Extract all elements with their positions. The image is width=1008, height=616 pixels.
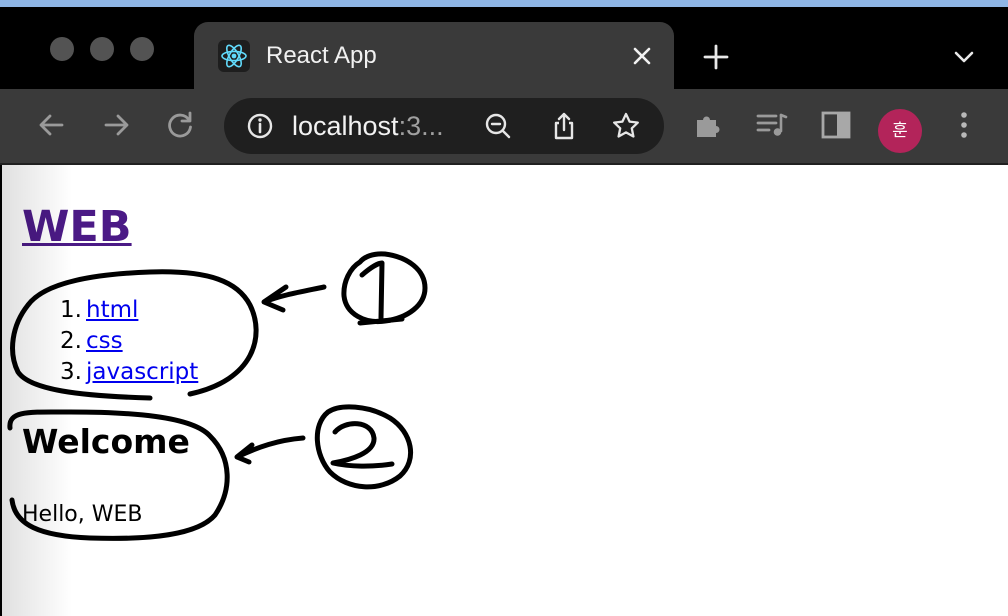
star-icon[interactable]: [610, 110, 642, 142]
article-title: Welcome: [22, 422, 190, 461]
list-number: 2.: [60, 328, 82, 354]
share-icon[interactable]: [548, 110, 580, 142]
media-queue-icon[interactable]: [754, 107, 790, 143]
browser-window: React App localhost:3...: [0, 7, 1008, 616]
react-page: WEB 1. html 2. css 3. javascript Welcome…: [22, 165, 922, 616]
zoom-out-icon[interactable]: [482, 110, 514, 142]
desktop-background: [0, 0, 1008, 7]
active-tab[interactable]: React App: [194, 22, 674, 89]
list-number: 1.: [60, 297, 82, 323]
url-rest: :3...: [398, 111, 444, 141]
reload-icon[interactable]: [162, 107, 198, 143]
side-panel-icon[interactable]: [818, 107, 854, 143]
browser-toolbar: localhost:3... 훈: [0, 89, 1008, 165]
minimize-window-button[interactable]: [90, 37, 114, 61]
close-icon[interactable]: [626, 40, 658, 72]
nav-link-html[interactable]: html: [86, 297, 139, 323]
nav-link-javascript[interactable]: javascript: [86, 359, 199, 385]
page-viewport: WEB 1. html 2. css 3. javascript Welcome…: [0, 165, 1008, 616]
chevron-down-icon[interactable]: [948, 41, 980, 73]
arrow-right-icon[interactable]: [98, 107, 134, 143]
kebab-menu-icon[interactable]: [946, 107, 982, 143]
close-window-button[interactable]: [50, 37, 74, 61]
page-title: WEB: [22, 201, 132, 253]
info-icon[interactable]: [244, 110, 276, 142]
url-text[interactable]: localhost:3...: [292, 111, 444, 141]
avatar[interactable]: 훈: [878, 109, 922, 153]
maximize-window-button[interactable]: [130, 37, 154, 61]
react-logo-icon: [218, 40, 250, 72]
nav-link-css[interactable]: css: [86, 328, 123, 354]
address-bar[interactable]: localhost:3...: [224, 98, 664, 154]
arrow-left-icon[interactable]: [34, 107, 70, 143]
home-link[interactable]: WEB: [22, 202, 132, 252]
list-number: 3.: [60, 359, 82, 385]
tab-bar: React App: [0, 7, 1008, 89]
plus-icon[interactable]: [700, 41, 732, 73]
article-body: Hello, WEB: [22, 502, 143, 527]
tab-title: React App: [266, 42, 377, 69]
puzzle-icon[interactable]: [690, 107, 726, 143]
url-host: localhost: [292, 111, 399, 141]
